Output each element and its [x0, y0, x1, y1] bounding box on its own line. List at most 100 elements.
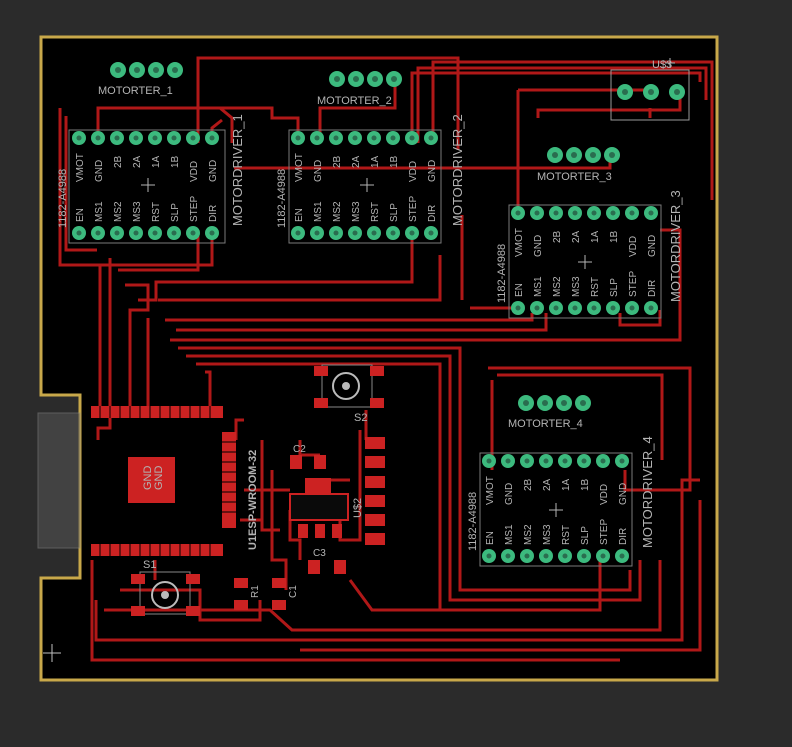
motor-connector-2: MOTORTER_2	[317, 71, 402, 107]
driver-4-part: 1182-A4988	[467, 492, 479, 551]
switch-s2-label: S2	[354, 412, 367, 424]
driver-4-pin-bot-5: SLP	[580, 526, 591, 545]
driver-4-pin-bot-4: RST	[561, 525, 572, 545]
driver-1-pin-bot-7: DIR	[208, 205, 219, 222]
driver-1-part: 1182-A4988	[57, 169, 69, 228]
copper-traces	[58, 56, 714, 662]
switch-s1-label: S1	[143, 559, 156, 571]
driver-2-pin-top-5: 1B	[389, 155, 400, 168]
driver-2-pin-bot-6: STEP	[408, 196, 419, 222]
driver-2-pin-bot-3: MS3	[351, 201, 362, 222]
driver-1-pin-top-0: VMOT	[75, 153, 86, 182]
driver-3-pin-top-4: 1A	[590, 230, 601, 243]
driver-4-pin-top-1: GND	[504, 483, 515, 505]
mcu-gnd-1: GND	[142, 466, 154, 491]
switch-s1: S1	[131, 559, 200, 616]
regulator-u2: U$2	[289, 437, 385, 545]
driver-3-pin-bot-7: DIR	[647, 280, 658, 297]
driver-1-pin-bot-6: STEP	[189, 196, 200, 222]
driver-4-pin-top-5: 1B	[580, 478, 591, 491]
power-header-u3: U$3	[610, 58, 690, 121]
driver-1-pin-bot-3: MS3	[132, 201, 143, 222]
driver-3-pin-top-2: 2B	[552, 230, 563, 243]
motordriver-3: VMOT GND 2B 2A 1A 1B VDD GND EN MS1 MS2 …	[496, 190, 683, 319]
driver-4-pin-bot-2: MS2	[523, 524, 534, 545]
driver-4-pin-top-7: GND	[618, 483, 629, 505]
esp32-module: GND GND U1ESP-WROOM-32	[37, 406, 259, 556]
cap-c2-label: C2	[293, 444, 306, 455]
driver-3-label: MOTORDRIVER_3	[668, 190, 683, 302]
driver-4-pin-bot-0: EN	[485, 531, 496, 545]
driver-1-pin-top-4: 1A	[151, 155, 162, 168]
driver-2-pin-bot-5: SLP	[389, 203, 400, 222]
motordriver-1: VMOT GND 2B 2A 1A 1B VDD GND EN MS1 MS2 …	[57, 114, 245, 244]
driver-3-pin-bot-2: MS2	[552, 276, 563, 297]
driver-2-pin-bot-2: MS2	[332, 201, 343, 222]
driver-1-pin-bot-4: RST	[151, 202, 162, 222]
motordriver-2: VMOT GND 2B 2A 1A 1B VDD GND EN MS1 MS2 …	[276, 114, 465, 244]
driver-1-pin-bot-2: MS2	[113, 201, 124, 222]
driver-2-pin-top-3: 2A	[351, 155, 362, 168]
driver-3-pin-top-5: 1B	[609, 230, 620, 243]
driver-2-pin-bot-1: MS1	[313, 201, 324, 222]
driver-3-pin-top-6: VDD	[628, 236, 639, 257]
driver-3-pin-bot-1: MS1	[533, 276, 544, 297]
driver-2-pin-bot-0: EN	[294, 208, 305, 222]
driver-4-pin-top-4: 1A	[561, 478, 572, 491]
driver-2-pin-bot-4: RST	[370, 202, 381, 222]
driver-3-pin-bot-6: STEP	[628, 271, 639, 297]
connector-2-label: MOTORTER_2	[317, 95, 392, 107]
driver-4-pin-bot-7: DIR	[618, 528, 629, 545]
driver-2-pin-top-6: VDD	[408, 161, 419, 182]
driver-3-pin-bot-4: RST	[590, 277, 601, 297]
driver-1-pin-top-7: GND	[208, 160, 219, 182]
driver-1-pin-top-1: GND	[94, 160, 105, 182]
connector-1-label: MOTORTER_1	[98, 85, 173, 97]
driver-1-pin-bot-0: EN	[75, 208, 86, 222]
driver-3-pin-bot-3: MS3	[571, 276, 582, 297]
motor-connector-1: MOTORTER_1	[98, 62, 183, 97]
driver-2-label: MOTORDRIVER_2	[450, 114, 465, 226]
driver-1-pins	[72, 131, 219, 240]
driver-4-pin-top-0: VMOT	[485, 476, 496, 505]
driver-2-part: 1182-A4988	[276, 169, 288, 228]
regulator-label: U$2	[352, 498, 364, 518]
cap-c3-label: C3	[313, 548, 326, 559]
driver-1-pin-top-5: 1B	[170, 155, 181, 168]
motor-connector-3: MOTORTER_3	[537, 147, 620, 183]
mcu-label: U1ESP-WROOM-32	[247, 450, 259, 550]
driver-3-part: 1182-A4988	[496, 244, 508, 303]
driver-2-pin-top-0: VMOT	[294, 153, 305, 182]
cap-c1-label: C1	[288, 585, 299, 598]
driver-4-pin-bot-6: STEP	[599, 519, 610, 545]
driver-4-pin-top-2: 2B	[523, 478, 534, 491]
driver-2-pin-top-4: 1A	[370, 155, 381, 168]
origin-marker	[43, 644, 61, 662]
res-r1-label: R1	[250, 585, 261, 598]
driver-2-pin-bot-7: DIR	[427, 205, 438, 222]
driver-1-pin-top-3: 2A	[132, 155, 143, 168]
driver-4-pin-bot-3: MS3	[542, 524, 553, 545]
driver-3-pin-bot-5: SLP	[609, 278, 620, 297]
driver-1-pin-bot-5: SLP	[170, 203, 181, 222]
board-outline	[39, 35, 719, 682]
motordriver-4: VMOT GND 2B 2A 1A 1B VDD GND EN MS1 MS2 …	[467, 436, 655, 567]
driver-2-pin-top-1: GND	[313, 160, 324, 182]
driver-4-pin-top-6: VDD	[599, 484, 610, 505]
driver-3-pin-top-7: GND	[647, 235, 658, 257]
switch-s2: S2	[314, 364, 384, 424]
passive-components: C2 C3 R1 C1	[234, 444, 346, 610]
driver-4-pin-bot-1: MS1	[504, 524, 515, 545]
driver-1-pin-top-6: VDD	[189, 161, 200, 182]
driver-4-pin-top-3: 2A	[542, 478, 553, 491]
power-header-label: U$3	[652, 59, 672, 71]
driver-2-pin-top-2: 2B	[332, 155, 343, 168]
driver-3-pin-bot-0: EN	[514, 283, 525, 297]
driver-2-pin-top-7: GND	[427, 160, 438, 182]
driver-3-pin-top-1: GND	[533, 235, 544, 257]
connector-3-label: MOTORTER_3	[537, 171, 612, 183]
driver-1-label: MOTORDRIVER_1	[230, 114, 245, 226]
driver-1-pin-bot-1: MS1	[94, 201, 105, 222]
